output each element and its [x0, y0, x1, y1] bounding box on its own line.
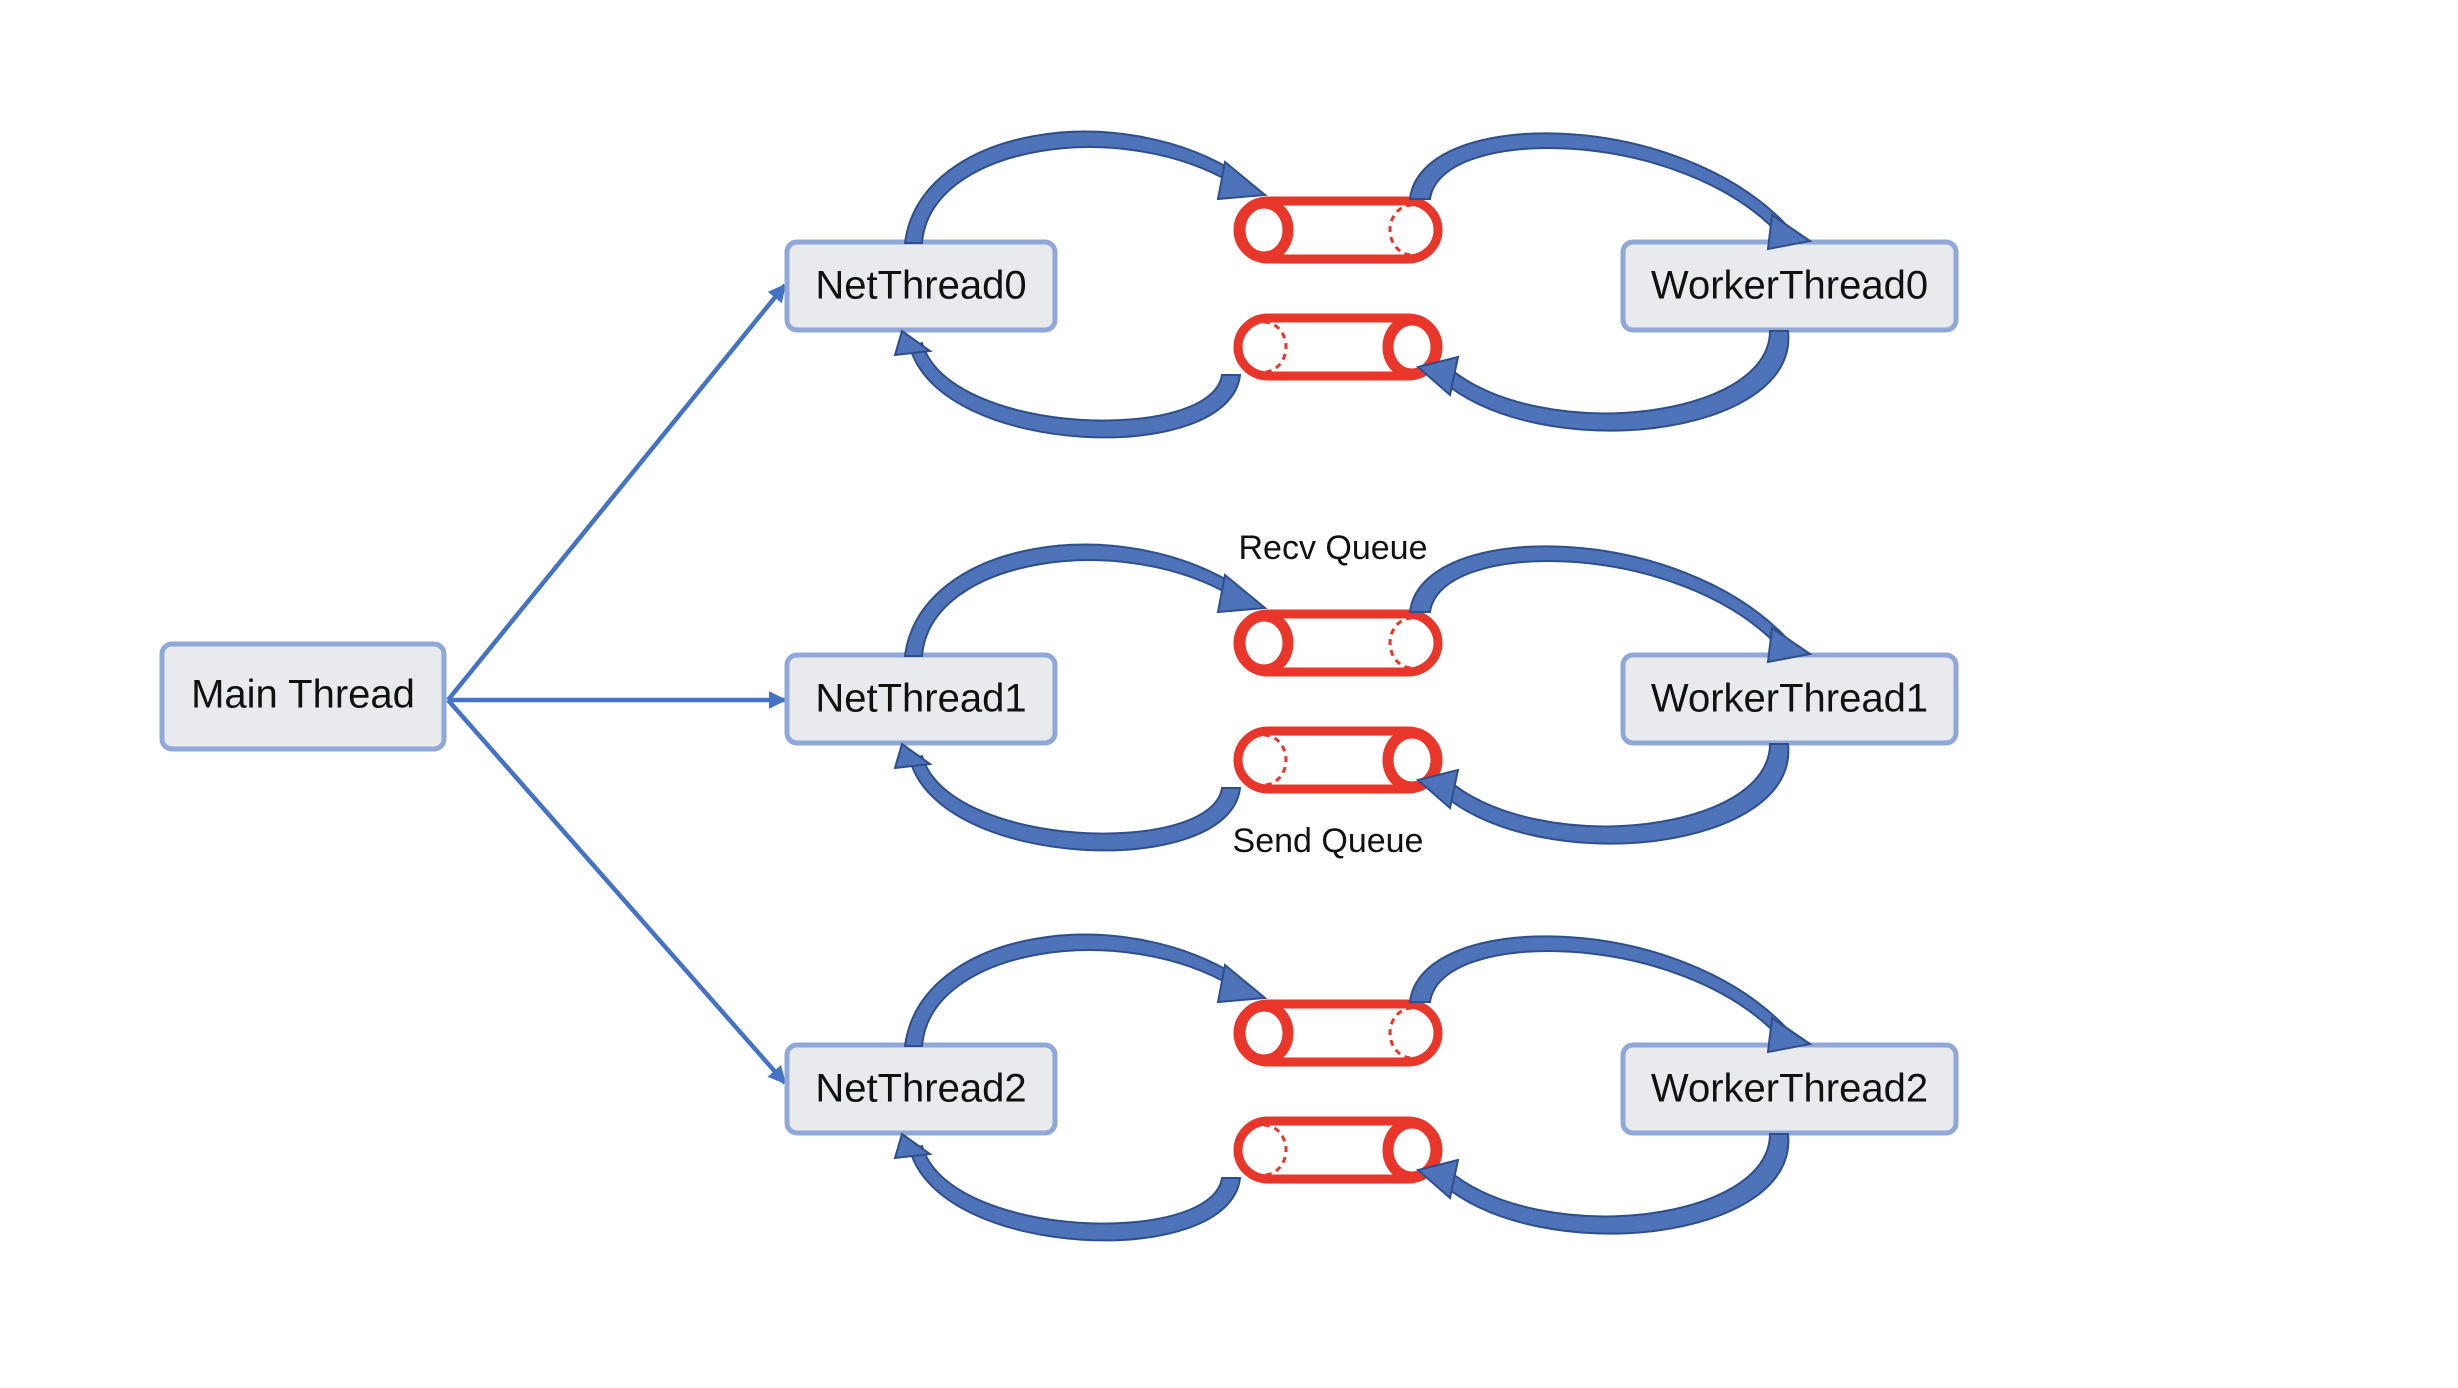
- net-thread-1: NetThread1: [784, 652, 1058, 746]
- thread-group-1: NetThread1 WorkerThread1: [784, 543, 1959, 852]
- send-queue-label: Send Queue: [1233, 822, 1424, 860]
- send-queue-1: [1233, 726, 1443, 794]
- recv-queue-2: [1233, 999, 1443, 1067]
- worker-thread-2: WorkerThread2: [1620, 1042, 1959, 1136]
- arrow-send-to-net-2: [893, 1132, 1242, 1242]
- worker-thread-0: WorkerThread0: [1620, 239, 1959, 333]
- recv-queue-1: [1233, 609, 1443, 677]
- arrow-net-to-recv-0: [903, 130, 1268, 244]
- thread-group-0: NetThread0 WorkerThread0: [784, 130, 1959, 439]
- net-thread-2-label: NetThread2: [815, 1067, 1026, 1111]
- net-thread-2: NetThread2: [784, 1042, 1058, 1136]
- net-thread-0: NetThread0: [784, 239, 1058, 333]
- worker-thread-2-label: WorkerThread2: [1651, 1067, 1928, 1111]
- arrow-worker-to-send-0: [1415, 330, 1790, 432]
- worker-thread-0-label: WorkerThread0: [1651, 264, 1928, 308]
- worker-thread-1-label: WorkerThread1: [1651, 677, 1928, 721]
- thread-group-2: NetThread2 WorkerThread2: [784, 933, 1959, 1242]
- main-thread-node: Main Thread: [159, 641, 447, 752]
- connector-main-to-net2: [446, 698, 787, 1085]
- arrow-net-to-recv-2: [903, 933, 1268, 1047]
- arrow-recv-to-worker-0: [1408, 132, 1813, 251]
- recv-queue-0: [1233, 196, 1443, 264]
- send-queue-2: [1233, 1116, 1443, 1184]
- net-thread-1-label: NetThread1: [815, 677, 1026, 721]
- arrow-recv-to-worker-1: [1408, 545, 1813, 664]
- arrow-recv-to-worker-2: [1408, 935, 1813, 1054]
- main-connectors: [446, 283, 787, 1085]
- arrow-worker-to-send-2: [1415, 1133, 1790, 1235]
- main-thread-label: Main Thread: [191, 673, 415, 717]
- arrow-send-to-net-0: [893, 329, 1242, 439]
- worker-thread-1: WorkerThread1: [1620, 652, 1959, 746]
- connector-main-to-net0: [446, 283, 787, 702]
- arrow-worker-to-send-1: [1415, 743, 1790, 845]
- arrow-send-to-net-1: [893, 742, 1242, 852]
- recv-queue-label: Recv Queue: [1239, 529, 1428, 567]
- send-queue-0: [1233, 313, 1443, 381]
- net-thread-0-label: NetThread0: [815, 264, 1026, 308]
- arrow-net-to-recv-1: [903, 543, 1268, 657]
